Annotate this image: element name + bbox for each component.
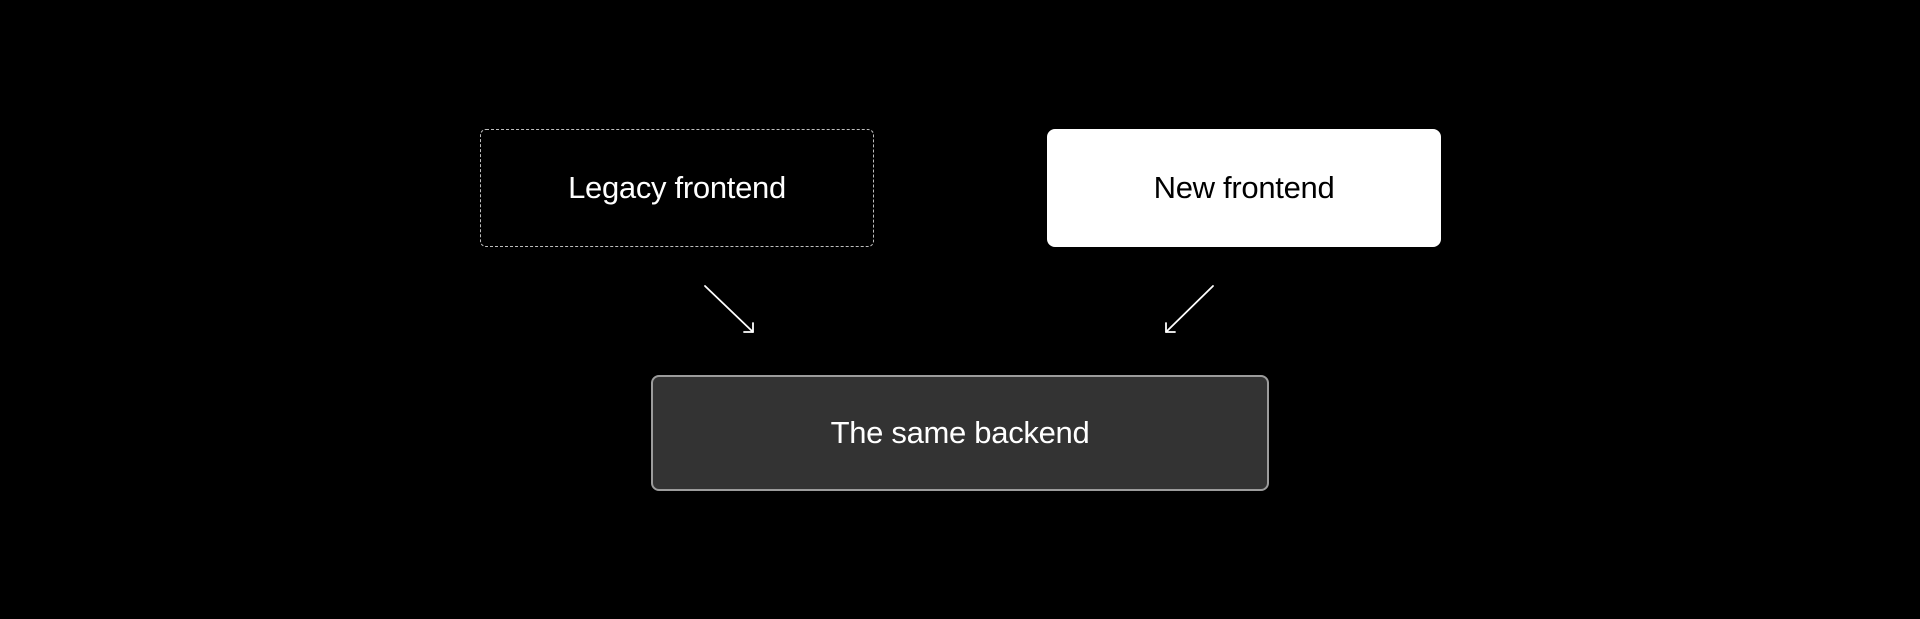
arrow-new-to-backend (1165, 285, 1214, 333)
new-frontend-label: New frontend (1153, 170, 1335, 205)
backend-node: The same backend (651, 375, 1269, 491)
arrow-legacy-to-backend (704, 285, 754, 333)
new-frontend-node: New frontend (1047, 129, 1441, 247)
legacy-frontend-node: Legacy frontend (480, 129, 874, 247)
legacy-frontend-label: Legacy frontend (568, 170, 786, 205)
backend-label: The same backend (830, 415, 1090, 450)
